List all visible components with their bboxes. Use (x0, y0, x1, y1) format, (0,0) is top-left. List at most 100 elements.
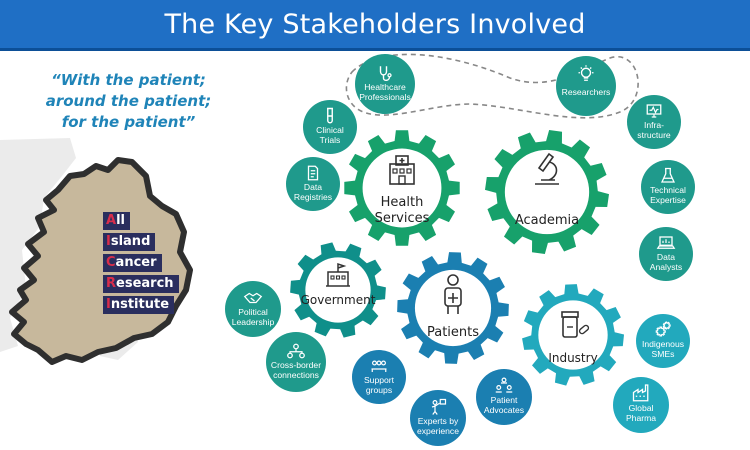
stakeholder-patient-advocates-circle (476, 369, 532, 425)
stakeholder-indigenous-smes-circle (636, 314, 690, 368)
stakeholder-global-pharma-circle (613, 377, 669, 433)
network-icon (287, 343, 305, 359)
stakeholder-clinical-trials-circle (303, 100, 357, 154)
stakeholder-healthcare-professionals-circle (355, 54, 415, 114)
stakeholder-infrastructure-label: structure (637, 130, 671, 140)
microscope-icon (535, 152, 559, 185)
logo-line: Island (103, 233, 156, 251)
dashed-link (345, 53, 639, 119)
stakeholder-data-analysts-label: Data (657, 252, 675, 262)
gear-health-label: Services (375, 211, 430, 226)
gear-health-label: Health (381, 195, 424, 210)
medicine-bottle-icon (561, 311, 590, 338)
gear-industry-label: Industry (548, 351, 597, 365)
gear-government: Government (290, 242, 386, 338)
stakeholder-researchers-circle (556, 56, 616, 116)
stakeholder-global-pharma-label: Global (629, 403, 654, 413)
stakeholder-healthcare-professionals-label: Healthcare (364, 82, 406, 92)
stakeholder-clinical-trials-label: Clinical (316, 125, 344, 135)
advocates-icon (495, 377, 513, 393)
stakeholder-data-registries-label: Registries (294, 192, 332, 202)
stakeholder-data-registries-circle (286, 157, 340, 211)
gear-government-label: Government (301, 293, 376, 307)
quote-line: for the patient” (61, 113, 196, 131)
gears-icon (655, 321, 671, 337)
stakeholder-cross-border-circle (266, 332, 326, 392)
lightbulb-icon (578, 65, 594, 81)
tagline-quote: “With the patient; around the patient; f… (16, 70, 241, 133)
monitor-icon (646, 104, 662, 118)
gear-academia: Academia (484, 129, 610, 255)
stakeholder-support-groups-label: groups (366, 385, 392, 395)
stakeholder-technical-expertise-label: Expertise (650, 195, 686, 205)
handshake-icon (243, 292, 263, 304)
stakeholder-experts-by-experience-label: experience (417, 426, 459, 436)
stakeholder-data-analysts-circle (639, 227, 693, 281)
stakeholder-political-leadership-label: Political (238, 307, 268, 317)
logo-line: Research (103, 275, 179, 293)
map-backdrop (0, 138, 76, 352)
hospital-icon (389, 155, 415, 185)
factory-icon (632, 384, 649, 402)
stakeholder-support-groups-circle (352, 350, 406, 404)
stakeholder-cross-border-label: Cross-border (271, 360, 321, 370)
stakeholder-researchers-label: Researchers (562, 87, 611, 97)
gear-patients-label: Patients (427, 325, 479, 340)
stakeholder-technical-expertise-label: Technical (650, 185, 686, 195)
stakeholder-patient-advocates-label: Advocates (484, 405, 524, 415)
stakeholder-cross-border-label: connections (273, 370, 319, 380)
stakeholder-indigenous-smes-label: SMEs (652, 349, 675, 359)
laptop-icon (656, 236, 676, 249)
page-title: The Key Stakeholders Involved (164, 8, 586, 40)
stakeholder-global-pharma-label: Pharma (626, 413, 656, 423)
gear-health-hub (362, 148, 442, 228)
stakeholder-data-registries-label: Data (304, 182, 322, 192)
stakeholder-technical-expertise-circle (641, 160, 695, 214)
vial-icon (327, 107, 333, 124)
stakeholder-indigenous-smes-label: Indigenous (642, 339, 684, 349)
stakeholder-infrastructure-label: Infra- (644, 120, 664, 130)
stakeholder-clinical-trials-label: Trials (320, 135, 341, 145)
stakeholder-political-leadership-label: Leadership (232, 317, 275, 327)
logo-line: Cancer (103, 254, 162, 272)
stakeholder-researchers: Researchers (556, 56, 616, 116)
stakeholder-support-groups-label: Support (364, 375, 395, 385)
stakeholder-data-analysts-label: Analysts (650, 262, 682, 272)
stakeholder-healthcare-professionals-label: Professionals (359, 92, 411, 102)
gear-patients: Patients (397, 252, 509, 364)
logo-line: Institute (103, 296, 175, 314)
government-building-icon (326, 262, 350, 287)
logo-line: All (103, 212, 130, 230)
group-icon (371, 360, 387, 372)
title-bar: The Key Stakeholders Involved (0, 0, 750, 51)
gear-industry: Industry (522, 284, 625, 386)
patient-icon (444, 274, 462, 314)
stakeholder-experts-by-experience-circle (410, 390, 466, 446)
document-icon (307, 165, 319, 181)
stakeholder-infrastructure-circle (627, 95, 681, 149)
presenter-icon (431, 398, 447, 415)
gear-academia-label: Academia (515, 213, 579, 228)
stakeholder-political-leadership-circle (225, 281, 281, 337)
gear-patients-hub (414, 269, 492, 347)
gear-industry-hub (538, 300, 608, 370)
quote-line: “With the patient; (51, 71, 206, 89)
flask-icon (660, 167, 676, 183)
stakeholder-infrastructure: Infra-structure (627, 95, 681, 149)
stethoscope-icon (379, 66, 392, 82)
stakeholder-patient-advocates-label: Patient (491, 395, 518, 405)
